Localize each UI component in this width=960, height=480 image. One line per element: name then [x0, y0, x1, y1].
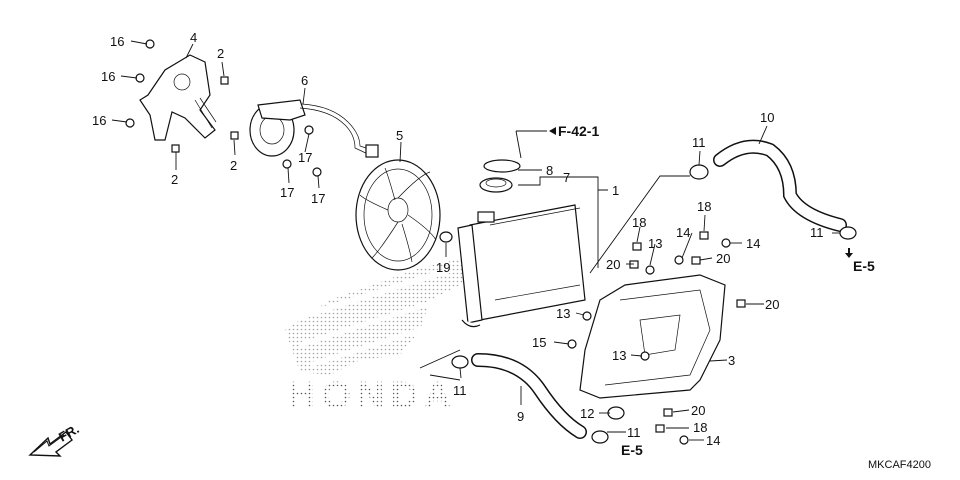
front-direction-marker: FR.: [28, 421, 82, 457]
callout-16: 16: [92, 113, 106, 128]
callout-16: 16: [101, 69, 115, 84]
callout-19: 19: [436, 260, 450, 275]
callout-2: 2: [230, 158, 237, 173]
callout-18: 18: [697, 199, 711, 214]
ref-e-5-bottom: E-5: [621, 442, 643, 458]
callout-18: 18: [632, 215, 646, 230]
callout-3: 3: [728, 353, 735, 368]
callout-18: 18: [693, 420, 707, 435]
radiator-part: [457, 204, 586, 328]
callout-7: 7: [563, 170, 570, 185]
callout-20: 20: [765, 297, 779, 312]
honda-wing-watermark: HONDA: [285, 250, 520, 417]
callout-11: 11: [453, 383, 467, 398]
callout-10: 10: [760, 110, 774, 125]
callout-11: 11: [692, 135, 706, 150]
upper-hose-part: [713, 139, 847, 232]
radiator-cap-part: [479, 159, 521, 193]
callout-5: 5: [396, 128, 403, 143]
callout-11: 11: [627, 425, 641, 440]
ref-e-5-right: E-5: [853, 258, 875, 274]
diagram-code: MKCAF4200: [868, 459, 931, 471]
callout-12: 12: [580, 406, 594, 421]
ref-f-42-1: F-42-1: [558, 123, 599, 139]
callout-14: 14: [706, 433, 720, 448]
callout-14: 14: [746, 236, 760, 251]
radiator-shroud-part: [579, 274, 726, 399]
callout-1: 1: [612, 183, 619, 198]
callout-11: 11: [810, 225, 824, 240]
cooling-fan-part: [355, 159, 441, 271]
callout-13: 13: [648, 236, 662, 251]
callout-20: 20: [606, 257, 620, 272]
callout-16: 16: [110, 34, 124, 49]
reference-labels: F-42-1 E-5 E-5: [549, 123, 875, 458]
callout-20: 20: [716, 251, 730, 266]
honda-watermark-text: HONDA: [288, 375, 457, 417]
callout-4: 4: [190, 30, 197, 45]
callout-17: 17: [298, 150, 312, 165]
callout-14: 14: [676, 225, 690, 240]
fan-motor-part: [249, 99, 379, 158]
callout-numbers: 16 16 16 4 2 2 2 6 5 19 17 17 17 8 7 1 1…: [92, 30, 824, 448]
callout-17: 17: [280, 185, 294, 200]
callout-9: 9: [517, 409, 524, 424]
callout-17: 17: [311, 191, 325, 206]
callout-6: 6: [301, 73, 308, 88]
callout-13: 13: [612, 348, 626, 363]
callout-2: 2: [171, 172, 178, 187]
callout-8: 8: [546, 163, 553, 178]
callout-2: 2: [217, 46, 224, 61]
fan-bracket-part: [139, 54, 217, 141]
lower-hose-part: [471, 353, 587, 439]
callout-13: 13: [556, 306, 570, 321]
callout-20: 20: [691, 403, 705, 418]
leader-lines: [111, 40, 840, 441]
callout-15: 15: [532, 335, 546, 350]
